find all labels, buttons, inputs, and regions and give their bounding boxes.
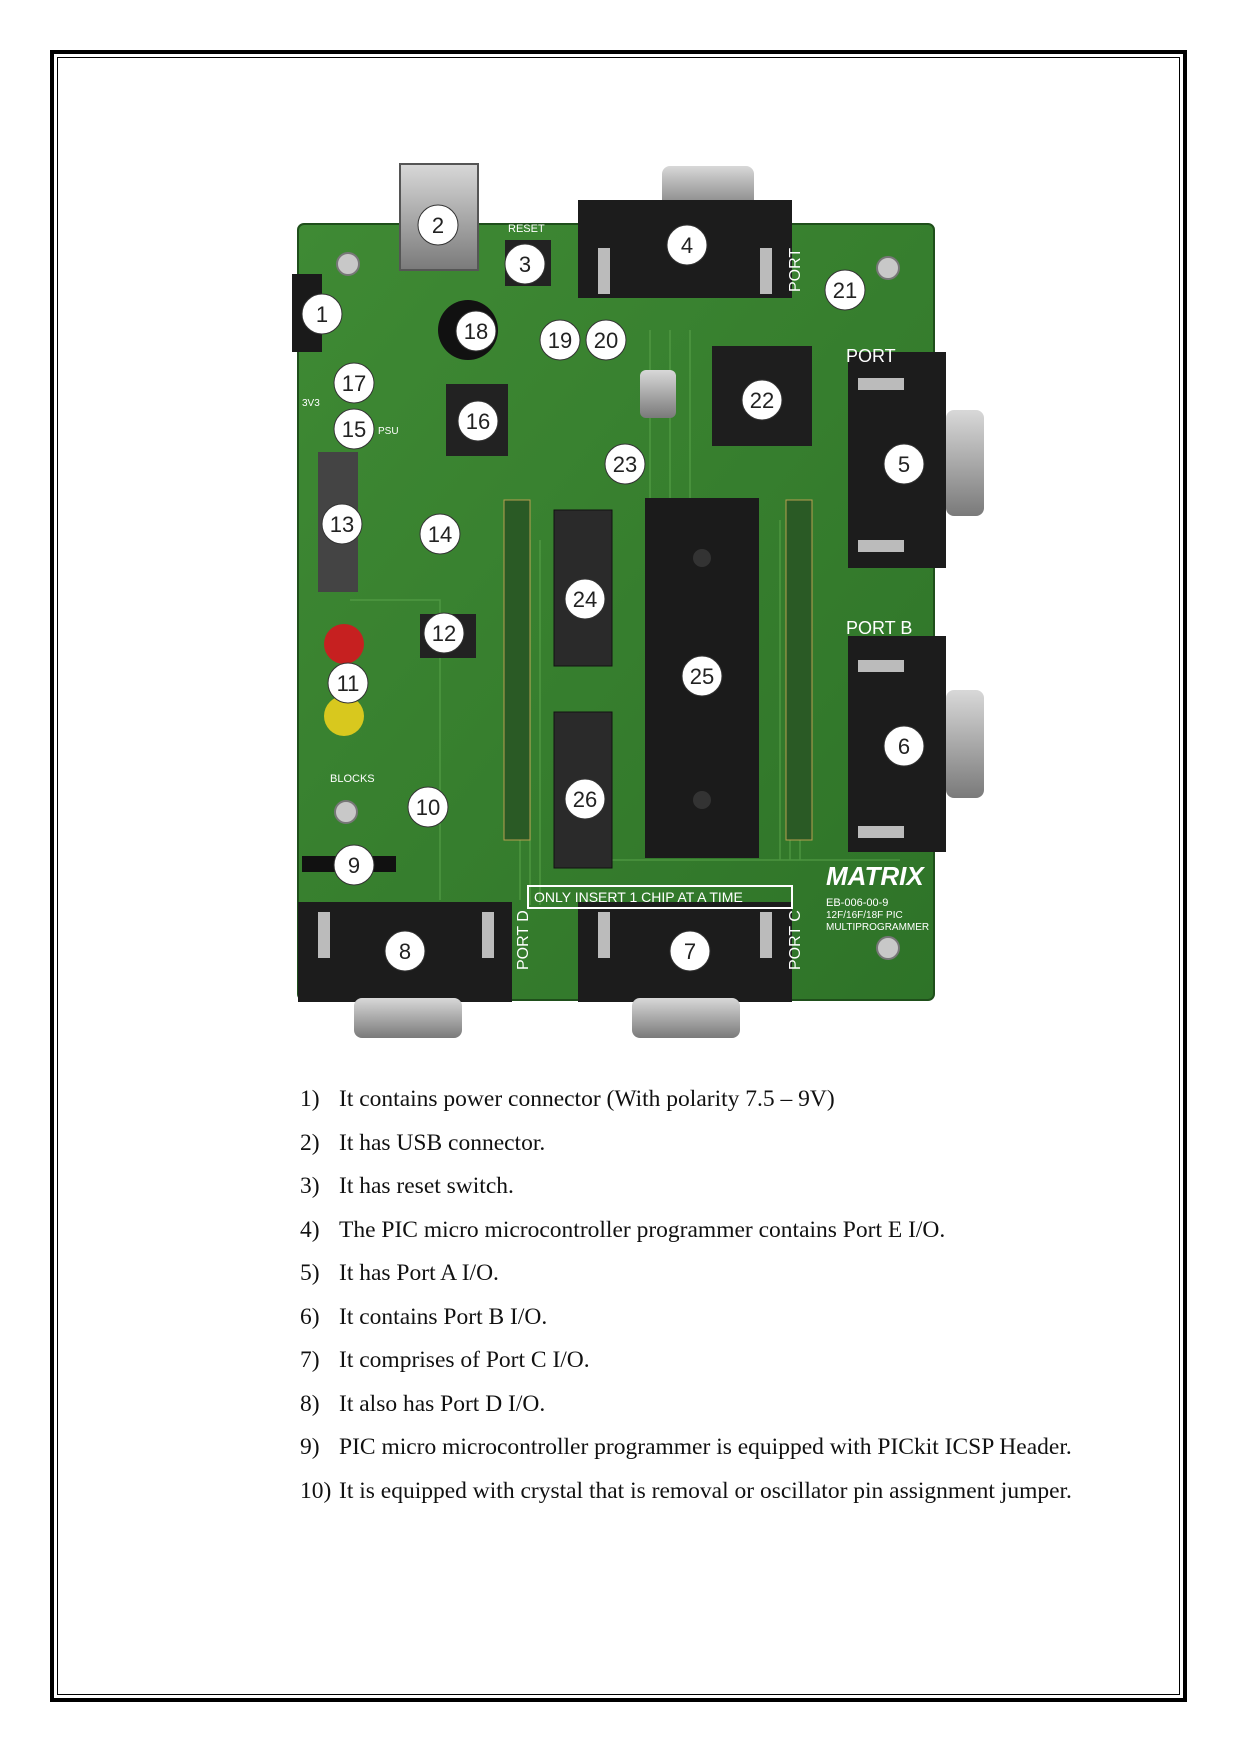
one-chip-notice: ONLY INSERT 1 CHIP AT A TIME	[534, 889, 743, 905]
callout-bubble	[301, 293, 343, 335]
page-border-outer	[50, 50, 1187, 1702]
callout-number: 9	[348, 853, 360, 878]
list-item: 4)The PIC micro microcontroller programm…	[300, 1216, 946, 1243]
callout-number: 18	[464, 319, 488, 344]
red-terminal	[324, 624, 364, 664]
callout-number: 2	[432, 213, 444, 238]
callout-number: 10	[416, 795, 440, 820]
callout-bubble	[423, 612, 465, 654]
callout-number: 11	[337, 671, 360, 696]
model-line-2: 12F/16F/18F PIC	[826, 910, 903, 921]
list-item: 9)PIC micro microcontroller programmer i…	[300, 1434, 1072, 1460]
list-item: 1)It contains power connector (With pola…	[300, 1086, 835, 1112]
mount-hole	[876, 936, 900, 960]
callout-number: 14	[428, 522, 452, 547]
callout-number: 17	[342, 371, 366, 396]
callout-bubble	[504, 243, 546, 285]
callout-bubble	[539, 319, 581, 361]
mount-hole	[336, 252, 360, 276]
callout-bubble	[585, 319, 627, 361]
callout-bubble	[384, 930, 426, 972]
callout-number: 15	[342, 417, 366, 442]
list-item: 3)It has reset switch.	[300, 1173, 514, 1199]
callout-number: 19	[548, 328, 572, 353]
list-item: 7)It comprises of Port C I/O.	[300, 1347, 590, 1373]
callout-bubble	[327, 662, 369, 704]
mount-hole	[876, 256, 900, 280]
callout-bubble	[883, 443, 925, 485]
callout-number: 24	[573, 587, 597, 612]
pin-header-left	[503, 499, 531, 841]
reset-silkscreen: RESET	[508, 223, 545, 235]
port-d-silkscreen: PORT D	[515, 910, 532, 970]
callout-bubble	[883, 725, 925, 767]
callout-number: 16	[466, 409, 490, 434]
callout-number: 26	[573, 787, 597, 812]
callout-bubble	[417, 204, 459, 246]
3v3-silkscreen: 3V3	[302, 398, 320, 409]
list-item: 5)It has Port A I/O.	[300, 1260, 499, 1286]
callout-number: 23	[613, 452, 637, 477]
model-line-3: MULTIPROGRAMMER	[826, 922, 929, 933]
callout-number: 12	[432, 621, 456, 646]
model-line-1: EB-006-00-9	[826, 897, 888, 909]
callout-number: 3	[519, 252, 531, 277]
callout-number: 4	[681, 233, 693, 258]
pic-programmer-board-photo: RESET PORT PORT B PORT	[292, 163, 984, 1038]
crystal	[640, 370, 676, 418]
port-c-silkscreen: PORT C	[787, 910, 804, 970]
callout-bubble	[333, 844, 375, 886]
callout-bubble	[333, 408, 375, 450]
mount-hole	[334, 800, 358, 824]
port-b-silkscreen: PORT B	[846, 618, 912, 638]
callout-number: 5	[898, 452, 910, 477]
list-item: 8)It also has Port D I/O.	[300, 1390, 546, 1417]
callout-number: 8	[399, 939, 411, 964]
matrix-logo-text: MATRIX	[826, 861, 925, 891]
callout-bubble	[824, 269, 866, 311]
callout-number: 13	[330, 512, 354, 537]
callout-bubble	[407, 786, 449, 828]
callout-number: 25	[690, 664, 714, 689]
callout-bubble	[321, 503, 363, 545]
callout-bubble	[681, 655, 723, 697]
blocks-silkscreen: BLOCKS	[330, 773, 375, 785]
callout-number: 22	[750, 388, 774, 413]
db9-port-c	[578, 902, 792, 1038]
callout-bubble	[455, 310, 497, 352]
port-a-silkscreen: PORT	[846, 346, 896, 366]
list-item: 10)It is equipped with crystal that is r…	[300, 1477, 1072, 1504]
port-e-silkscreen: PORT	[787, 248, 804, 292]
callout-bubble	[741, 379, 783, 421]
page-border-inner	[57, 57, 1180, 1695]
yellow-terminal	[324, 696, 364, 736]
callout-bubble	[666, 224, 708, 266]
callout-number: 21	[833, 278, 857, 303]
callout-bubble	[564, 778, 606, 820]
callout-bubble	[333, 362, 375, 404]
callout-number: 7	[684, 939, 696, 964]
callout-number: 1	[316, 302, 328, 327]
callout-number: 20	[594, 328, 618, 353]
callout-bubble	[419, 513, 461, 555]
psu-silkscreen: PSU	[378, 426, 399, 437]
callout-number: 6	[898, 734, 910, 759]
feature-list: 1)It contains power connector (With pola…	[300, 1078, 1090, 1513]
list-item: 6)It contains Port B I/O.	[300, 1303, 548, 1330]
callout-bubble	[669, 930, 711, 972]
callout-bubble	[564, 578, 606, 620]
db9-port-b	[848, 636, 984, 852]
db9-port-e	[578, 166, 792, 298]
list-item: 2)It has USB connector.	[300, 1129, 546, 1156]
callout-bubble	[457, 400, 499, 442]
callout-bubble	[604, 443, 646, 485]
pin-header-right	[785, 499, 813, 841]
